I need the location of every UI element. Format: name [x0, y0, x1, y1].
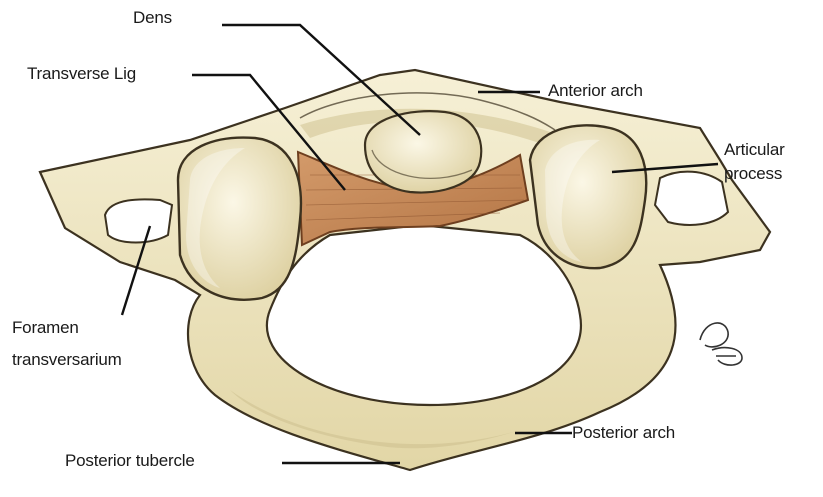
- label-posterior-arch: Posterior arch: [572, 423, 675, 443]
- label-foramen-line1: Foramen: [12, 312, 122, 344]
- label-dens: Dens: [133, 8, 172, 28]
- label-foramen-transversarium: Foramen transversarium: [12, 312, 122, 376]
- label-foramen-line2: transversarium: [12, 344, 122, 376]
- dens: [365, 111, 481, 192]
- label-articular-process: Articular process: [724, 134, 785, 190]
- artist-signature: [700, 323, 742, 365]
- right-foramen-transversarium: [655, 172, 728, 225]
- label-transverse-lig: Transverse Lig: [27, 64, 136, 84]
- label-posterior-tubercle: Posterior tubercle: [65, 451, 195, 471]
- label-articular-process-line2: process: [724, 158, 785, 190]
- left-foramen-transversarium: [105, 199, 172, 242]
- label-anterior-arch: Anterior arch: [548, 81, 643, 101]
